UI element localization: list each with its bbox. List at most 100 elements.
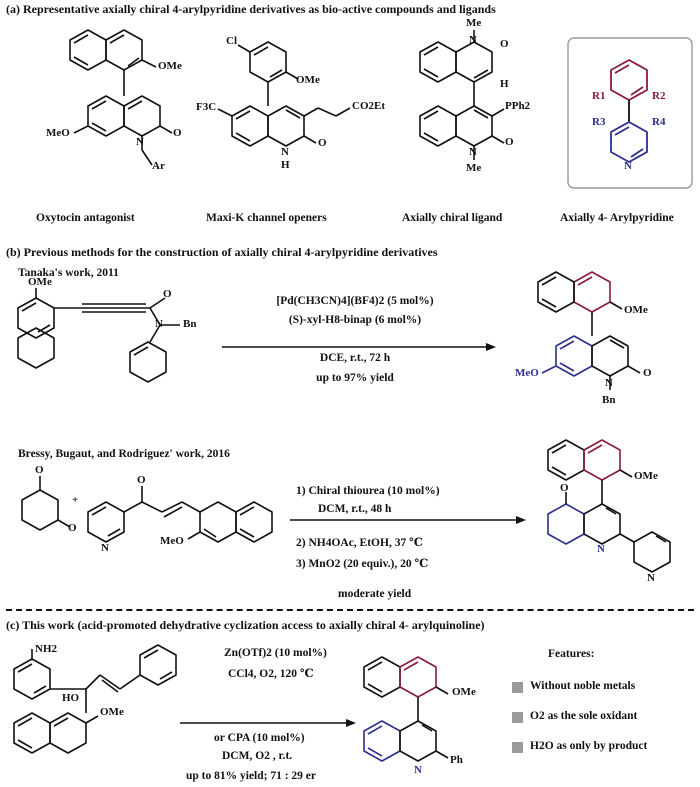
bressy-p-n1: N — [597, 543, 605, 555]
caption-arylpyridine: Axially 4- Arylpyridine — [560, 212, 674, 224]
ligand-h: H — [500, 78, 509, 90]
arylpyr-r1: R1 — [592, 90, 606, 102]
caption-maxik: Maxi-K channel openers — [206, 212, 327, 224]
aniline-ring — [13, 658, 51, 700]
tanaka-cond-2: (S)-xyl-H8-binap (6 mol%) — [288, 314, 422, 326]
c-p-ph: Ph — [450, 754, 463, 766]
tanaka-p-n: N — [605, 377, 613, 389]
tanaka-cond-1: [Pd(CH3CN)4](BF4)2 (5 mol%) — [276, 295, 434, 307]
oxy-ome: OMe — [158, 60, 182, 72]
caption-oxytocin: Oxytocin antagonist — [36, 212, 135, 224]
c-cond-5: up to 81% yield; 71 : 29 er — [186, 770, 317, 782]
tanaka-product-ring-b — [591, 335, 629, 377]
caption-ligand: Axially chiral ligand — [402, 212, 503, 224]
section-c-structures — [13, 644, 449, 762]
arylpyridine-panel — [567, 37, 693, 189]
c-p-ome: OMe — [452, 686, 476, 698]
bressy-cond-2: DCM, r.t., 48 h — [318, 503, 392, 515]
features-title: Features: — [548, 648, 595, 660]
bressy-product-ring-b — [583, 503, 621, 545]
arylpyr-r4: R4 — [652, 116, 666, 128]
section-c-heading: (c) This work (acid-promoted dehydrative… — [6, 618, 485, 632]
maxik-n: N — [281, 146, 289, 158]
feature-bullet-icon — [512, 682, 523, 693]
tanaka-naph-a — [17, 297, 55, 339]
product-naph-b — [399, 656, 437, 698]
bressy-r-o2: O — [68, 522, 77, 534]
bressy-r-meo: MeO — [160, 535, 184, 547]
quinolinone-ring-maxik-a — [231, 105, 269, 147]
bressy-cond-4: 3) MnO2 (20 equiv.), 20 ℃ — [296, 558, 429, 570]
tanaka-p-o: O — [643, 367, 652, 379]
arylpyr-n: N — [624, 160, 632, 172]
section-b-structures — [17, 271, 671, 573]
tanaka-r-o: O — [163, 288, 172, 300]
bressy-product-pyridyl — [633, 531, 671, 573]
bressy-cond-3: 2) NH4OAc, EtOH, 37 ℃ — [296, 537, 423, 549]
ligand-o-bottom: O — [505, 136, 514, 148]
tanaka-title: Tanaka's work, 2011 — [18, 267, 119, 279]
quinolinone-ring-b — [123, 95, 161, 137]
feature-bullet-icon — [512, 712, 523, 723]
oxy-n: N — [136, 136, 144, 148]
tanaka-product-ring-a — [555, 335, 593, 377]
bressy-title: Bressy, Bugaut, and Rodriguez' work, 201… — [18, 448, 230, 460]
oxy-o: O — [173, 127, 182, 139]
c-r-nh2: NH2 — [35, 643, 57, 655]
bressy-product-naph-b — [583, 439, 621, 481]
cyclohexanedione-ring — [21, 489, 59, 531]
arrowhead-icon — [516, 516, 526, 524]
bressy-plus: + — [72, 494, 79, 506]
maxik-o: O — [318, 137, 327, 149]
tanaka-p-ome: OMe — [624, 304, 648, 316]
product-quinoline-ring-a — [363, 720, 401, 762]
c-cond-3: or CPA (10 mol%) — [214, 732, 305, 744]
oxy-ar: Ar — [152, 160, 165, 172]
ligand-o-top: O — [500, 38, 509, 50]
feature-1: Without noble metals — [530, 680, 636, 692]
reactant-naph-a — [49, 712, 87, 754]
tanaka-p-meo: MeO — [515, 367, 539, 379]
aryl-ring-red — [610, 59, 648, 101]
c-r-ho: HO — [62, 692, 80, 704]
ligand-lower-ring-b — [455, 105, 493, 147]
maxik-ome: OMe — [296, 74, 320, 86]
bressy-product-naph-a — [547, 439, 585, 481]
naphthalene-ring-a — [69, 29, 107, 71]
tanaka-r-bn: Bn — [183, 318, 197, 330]
bressy-cond-1: 1) Chiral thiourea (10 mol%) — [296, 485, 440, 497]
pyridyl-ring — [87, 501, 125, 543]
bressy-cond-5: moderate yield — [338, 588, 412, 600]
ligand-me-bottom: Me — [466, 162, 482, 174]
section-a-structures — [69, 29, 693, 189]
maxik-cl: Cl — [226, 35, 237, 47]
arrowhead-icon — [346, 719, 356, 727]
c-p-n: N — [414, 764, 422, 776]
arylpyr-r3: R3 — [592, 116, 606, 128]
maxik-h: H — [281, 159, 290, 171]
section-a-heading: (a) Representative axially chiral 4-aryl… — [6, 2, 496, 16]
quinolinone-ring-maxik-b — [267, 105, 305, 147]
bressy-product-ring-a — [547, 503, 585, 545]
feature-bullet-icon — [512, 742, 523, 753]
feature-2: O2 as the sole oxidant — [530, 710, 638, 722]
tanaka-p-bn: Bn — [602, 394, 616, 406]
bressy-r-o3: O — [137, 474, 146, 486]
ligand-lower-ring-a — [419, 105, 457, 147]
tanaka-phenyl — [129, 341, 167, 383]
styryl-phenyl — [139, 644, 177, 686]
oxy-meo: MeO — [46, 127, 70, 139]
section-divider — [6, 609, 694, 611]
ligand-n-bottom: N — [469, 146, 477, 158]
bressy-p-o: O — [560, 482, 569, 494]
product-naph-a — [363, 656, 401, 698]
tanaka-cond-4: up to 97% yield — [316, 372, 394, 384]
bressy-r-o1: O — [35, 464, 44, 476]
reactant-naph-b — [13, 712, 51, 754]
ligand-me-top: Me — [466, 17, 482, 29]
ligand-upper-ring-a — [419, 41, 457, 83]
naphthalene-ring-b — [105, 29, 143, 71]
ligand-upper-ring-b — [455, 41, 493, 83]
tanaka-product-naph-b — [537, 271, 575, 313]
